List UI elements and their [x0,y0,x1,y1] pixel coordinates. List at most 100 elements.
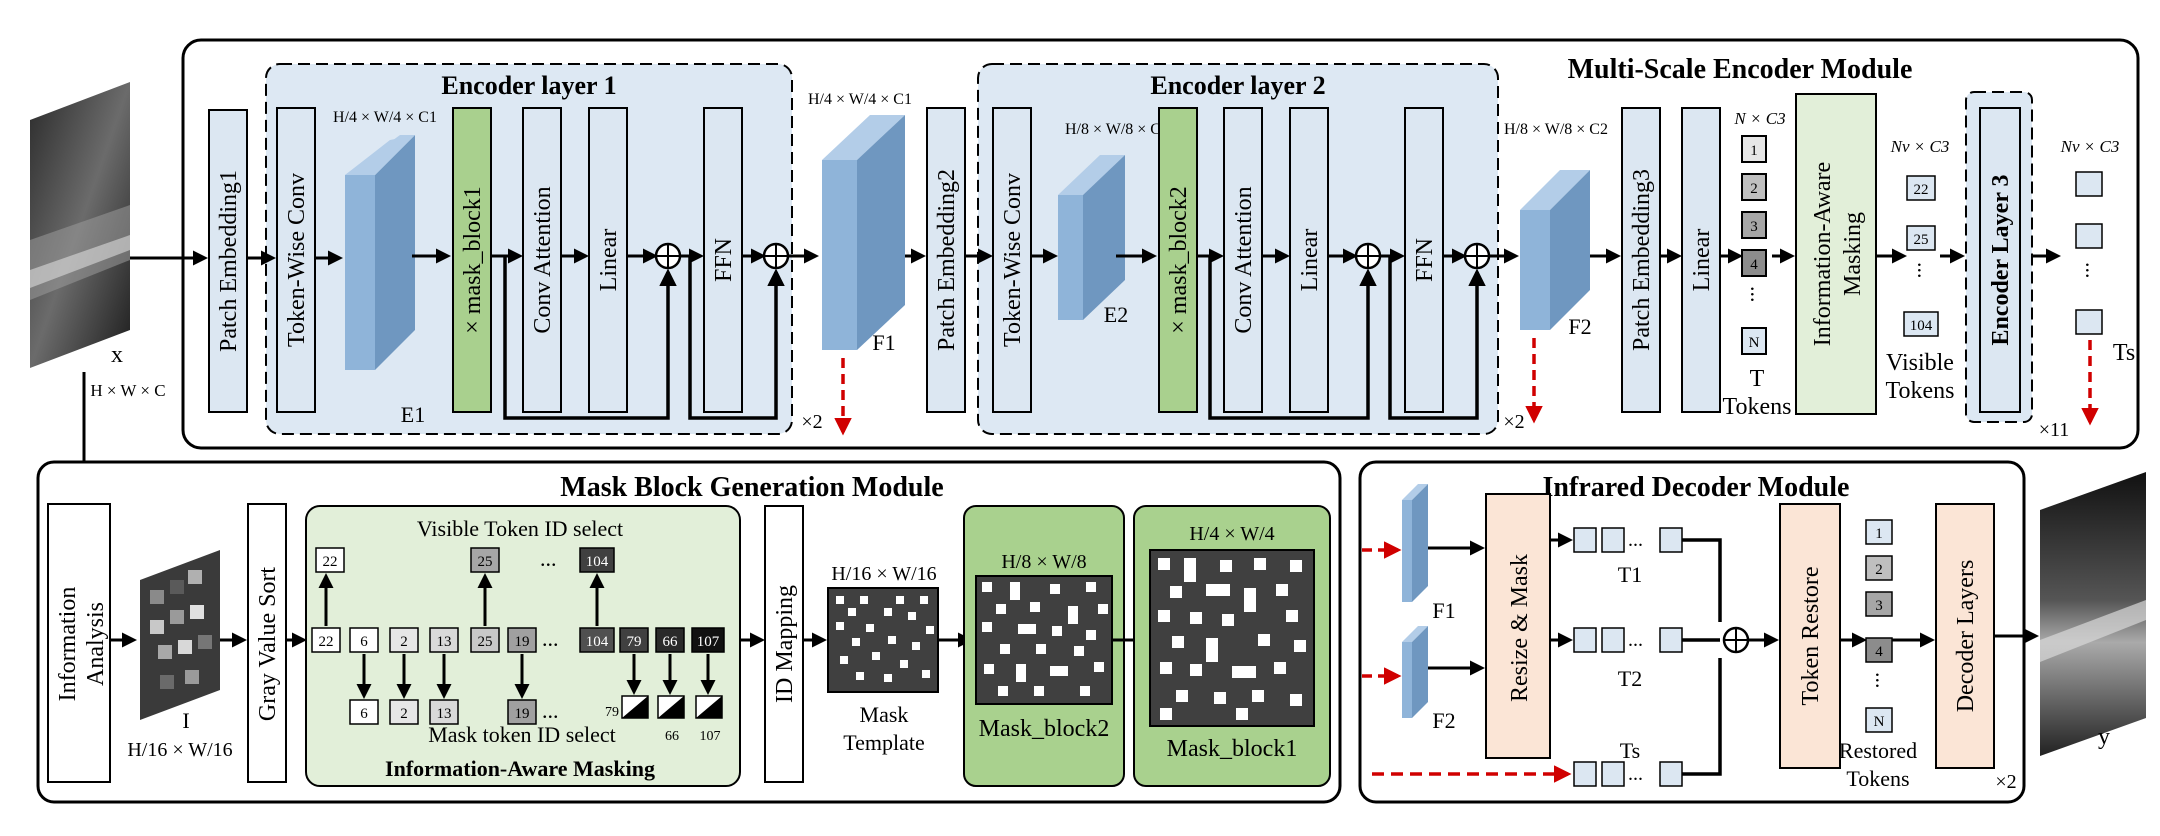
mid-id-6 [349,627,379,653]
residual-add-2 [762,242,790,270]
i-label: I [182,708,189,733]
token-box-n [1741,327,1767,355]
bot-id-6 [349,699,379,725]
ffn1-block [703,107,743,413]
restored-token-4 [1865,637,1893,663]
e1-feature-cube [345,135,415,370]
mid-id-104-text: 104 [586,634,609,650]
bot-id-13 [429,699,459,725]
top-id-22 [315,547,345,573]
conv-attention2-label: Conv Attention [1231,186,1257,333]
token-wise-conv2-block [992,107,1032,413]
info-aware-masking-block [1795,93,1877,415]
ts-token-row: ... [1573,761,1683,787]
bot-id-2-text: 2 [400,706,408,722]
f1-label: F1 [872,330,895,355]
linear1-block [588,107,628,413]
restored-token-3 [1865,591,1893,617]
mid-id-13-text: 13 [437,634,452,650]
bot-id-19 [507,699,537,725]
decoder-module-title: Infrared Decoder Module [1543,472,1850,503]
decoder-f1-label: F1 [1432,598,1455,623]
top-id-22-text: 22 [323,554,338,570]
i-information-image [140,550,220,720]
information-analysis-block [47,503,111,783]
linear3-block [1681,107,1721,413]
info-masking-panel-label: Information-Aware Masking [385,756,655,781]
mask-block1-block [452,107,492,413]
decoder-add-node [1722,626,1750,654]
mid-id-66-text: 66 [663,634,679,650]
token-id-1: 1 [1750,143,1758,159]
dim-f2-label: H/8 × W/8 × C2 [1504,121,1608,138]
token-id-n: N [1749,335,1760,351]
t2-ellipsis: ... [1628,629,1643,651]
encoder-module: Multi-Scale Encoder Module Encoder layer… [30,38,2140,501]
decoder-ts-label: Ts [1620,738,1640,763]
restored-id-n: N [1874,714,1885,730]
visible-id-104: 104 [1910,318,1933,334]
residual-add-3 [1354,242,1382,270]
dim-e1-label: H/4 × W/4 × C1 [333,109,437,126]
encoded-token-1 [2075,171,2103,197]
output-infrared-image [2040,472,2146,756]
nv-c3-label: Nv × C3 [1890,137,1950,156]
mask-select-label: Mask token ID select [428,722,616,747]
decoder-f2-label: F2 [1432,708,1455,733]
top-id-104-text: 104 [586,554,609,570]
t1-label: T1 [1618,562,1642,587]
mask-block1-cells [1158,558,1306,720]
decoder-f2-cube [1402,626,1428,718]
ts-ellipsis: ... [1628,763,1643,785]
mask-block1-label: × mask_block1 [460,186,486,334]
restored-id-4: 4 [1875,644,1883,660]
block1-dim-label: H/4 × W/4 [1189,523,1274,545]
mid-id-107 [691,627,725,653]
dim-e2-label: H/8 × W/8 × C2 [1065,121,1169,138]
decoder-f1-cube [1402,484,1428,602]
restored-token-n [1865,707,1893,733]
mask-template-cells [836,596,934,682]
mask-block2-label: × mask_block2 [1166,186,1192,334]
token-id-2: 2 [1750,181,1758,197]
output-y-label: y [2098,724,2110,750]
restored-token-stack: 1 2 3 4 ... N [1865,519,1896,733]
mid-id-19 [507,627,537,653]
token-restore-label: Token Restore [1798,567,1824,706]
mid-id-6-text: 6 [360,634,368,650]
mid-id-22-text: 22 [319,634,334,650]
layer2-repeat-label: ×2 [1503,411,1524,433]
top-id-25 [470,547,500,573]
mid-id-107-text: 107 [697,634,720,650]
gray-value-sort-label: Gray Value Sort [255,567,281,722]
t1-token-row: ... [1573,527,1683,553]
linear3-label: Linear [1689,229,1715,292]
resize-mask-label: Resize & Mask [1507,554,1533,702]
conv-attention2-block [1223,107,1263,413]
bot-id-2 [389,699,419,725]
restored-id-3: 3 [1875,598,1883,614]
patch-embedding3-block [1621,107,1661,413]
mid-ellipsis: ... [542,626,559,651]
input-dim-label: H × W × C [90,381,165,400]
visible-select-label: Visible Token ID select [417,516,623,541]
visible-id-25: 25 [1914,232,1929,248]
token-box-2 [1741,173,1767,201]
patch-embedding1-label: Patch Embedding1 [216,170,242,352]
visible-ellipsis: ... [1913,262,1938,279]
bot-id-13-text: 13 [437,706,452,722]
token-wise-conv2-label: Token-Wise Conv [1000,173,1026,347]
visible-token-104 [1903,311,1939,337]
e2-feature-cube [1058,155,1125,320]
dim-f1-label: H/4 × W/4 × C1 [808,91,912,108]
conv-attention1-label: Conv Attention [530,186,556,333]
visible-token-stack: 22 25 ... 104 [1903,175,1939,337]
mid-id-25-text: 25 [478,634,493,650]
mid-id-66 [655,627,685,653]
token-restore-block [1779,503,1841,769]
token-box-4 [1741,249,1767,277]
small-id-66: 66 [665,729,679,744]
small-id-107: 107 [700,729,721,744]
